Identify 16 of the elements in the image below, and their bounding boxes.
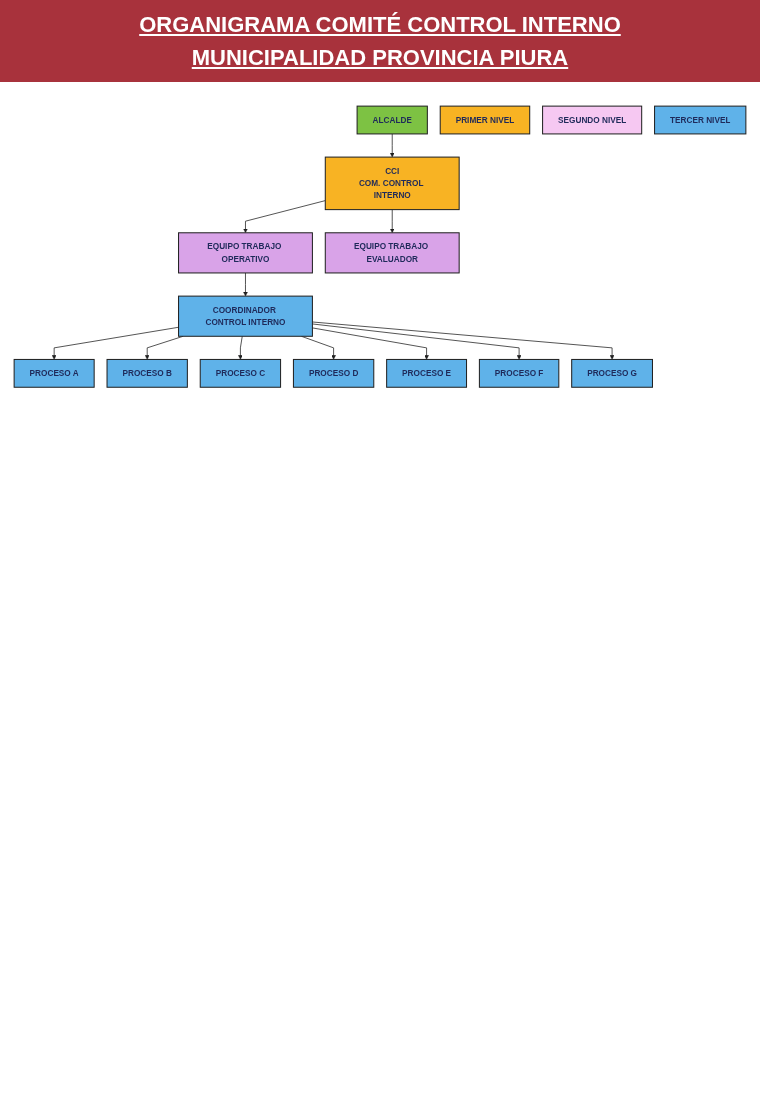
node-box: PROCESO F bbox=[478, 358, 560, 388]
node-box: PROCESO A bbox=[13, 358, 95, 388]
node-box: PROCESO D bbox=[292, 358, 375, 388]
node-box: CCI COM. CONTROL INTERNO bbox=[324, 156, 460, 211]
node-box: PROCESO G bbox=[571, 358, 653, 388]
title-banner: ORGANIGRAMA COMITÉ CONTROL INTERNO MUNICIPALIDAD PROVINCIA PIURA bbox=[0, 0, 760, 82]
node-box: TERCER NIVEL bbox=[654, 105, 747, 135]
node-box: ALCALDE bbox=[356, 105, 428, 135]
node-box: EQUIPO TRABAJO OPERATIVO bbox=[178, 232, 313, 274]
node-box: SEGUNDO NIVEL bbox=[542, 105, 643, 135]
node-box: COORDINADOR CONTROL INTERNO bbox=[178, 295, 313, 337]
node-box: PROCESO E bbox=[386, 358, 468, 388]
node-box: PROCESO B bbox=[106, 358, 188, 388]
node-box: PROCESO C bbox=[199, 358, 282, 388]
node-box: PRIMER NIVEL bbox=[439, 105, 531, 135]
node-box: EQUIPO TRABAJO EVALUADOR bbox=[324, 232, 460, 274]
